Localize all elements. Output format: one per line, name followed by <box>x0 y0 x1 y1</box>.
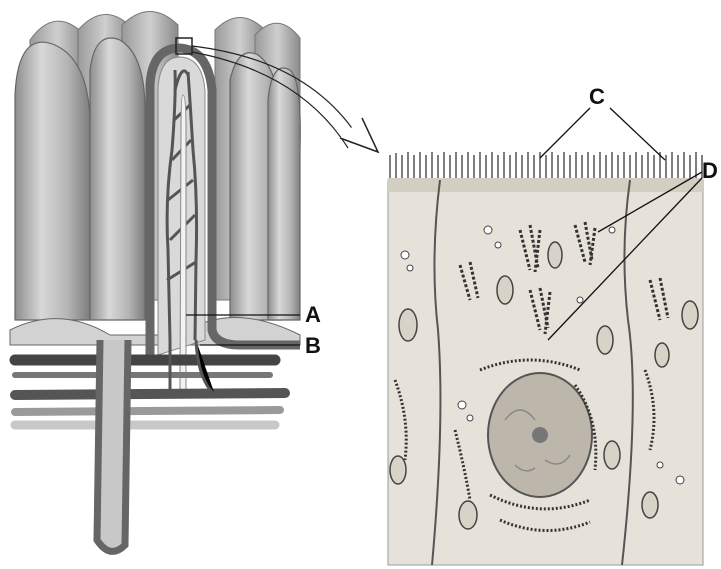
leader-c1 <box>540 108 590 158</box>
nucleus <box>488 373 592 497</box>
label-a: A <box>305 302 321 327</box>
lacteal <box>180 95 186 390</box>
microvilli-brush-border <box>390 152 702 180</box>
villi-illustration <box>10 12 300 552</box>
label-b: B <box>305 333 321 358</box>
terminal-web <box>388 178 703 192</box>
nucleolus <box>532 427 548 443</box>
label-c: C <box>589 84 605 109</box>
leader-c2 <box>610 108 665 160</box>
label-d: D <box>702 158 718 183</box>
enterocyte-detail <box>388 152 703 565</box>
